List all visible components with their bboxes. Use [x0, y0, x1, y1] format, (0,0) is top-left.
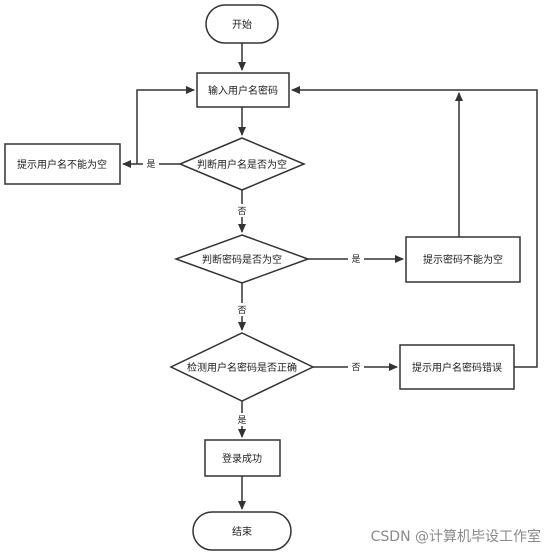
password-empty-label: 提示密码不能为空 [423, 253, 503, 266]
end-label: 结束 [232, 525, 252, 538]
edge-label-bg [348, 253, 364, 265]
end-terminal [192, 511, 292, 551]
edge-wrong-to-input [291, 86, 538, 368]
check-password-label: 判断密码是否为空 [202, 253, 282, 266]
edge-label-verify-no: 否 [351, 362, 360, 373]
login-success-process [204, 439, 281, 477]
input-label: 输入用户名密码 [208, 84, 278, 97]
edge-label-username-yes: 是 [146, 159, 155, 170]
edge-label-verify-yes: 是 [237, 415, 246, 426]
start-label: 开始 [232, 18, 252, 31]
input-process [196, 72, 290, 108]
edge-label-username-no: 否 [237, 206, 246, 217]
edge-label-password-yes: 是 [351, 254, 360, 265]
edge-username-empty-to-input [136, 86, 195, 164]
login-success-label: 登录成功 [222, 452, 262, 465]
verify-label: 检测用户名密码是否正确 [187, 361, 297, 374]
wrong-credentials-process [399, 344, 515, 390]
watermark: CSDN @计算机毕设工作室 [371, 528, 541, 545]
edge-label-bg [143, 158, 159, 170]
password-empty-process [405, 236, 521, 283]
edge-label-password-no: 否 [237, 305, 246, 316]
check-username-label: 判断用户名是否为空 [197, 158, 287, 171]
username-empty-label: 提示用户名不能为空 [17, 158, 107, 171]
edge-label-bg [348, 361, 364, 373]
edge-label-bg [234, 303, 250, 316]
edge-label-bg [234, 413, 250, 426]
edge-label-bg [234, 204, 250, 217]
username-empty-process [4, 143, 121, 185]
wrong-credentials-label: 提示用户名密码错误 [412, 361, 502, 374]
